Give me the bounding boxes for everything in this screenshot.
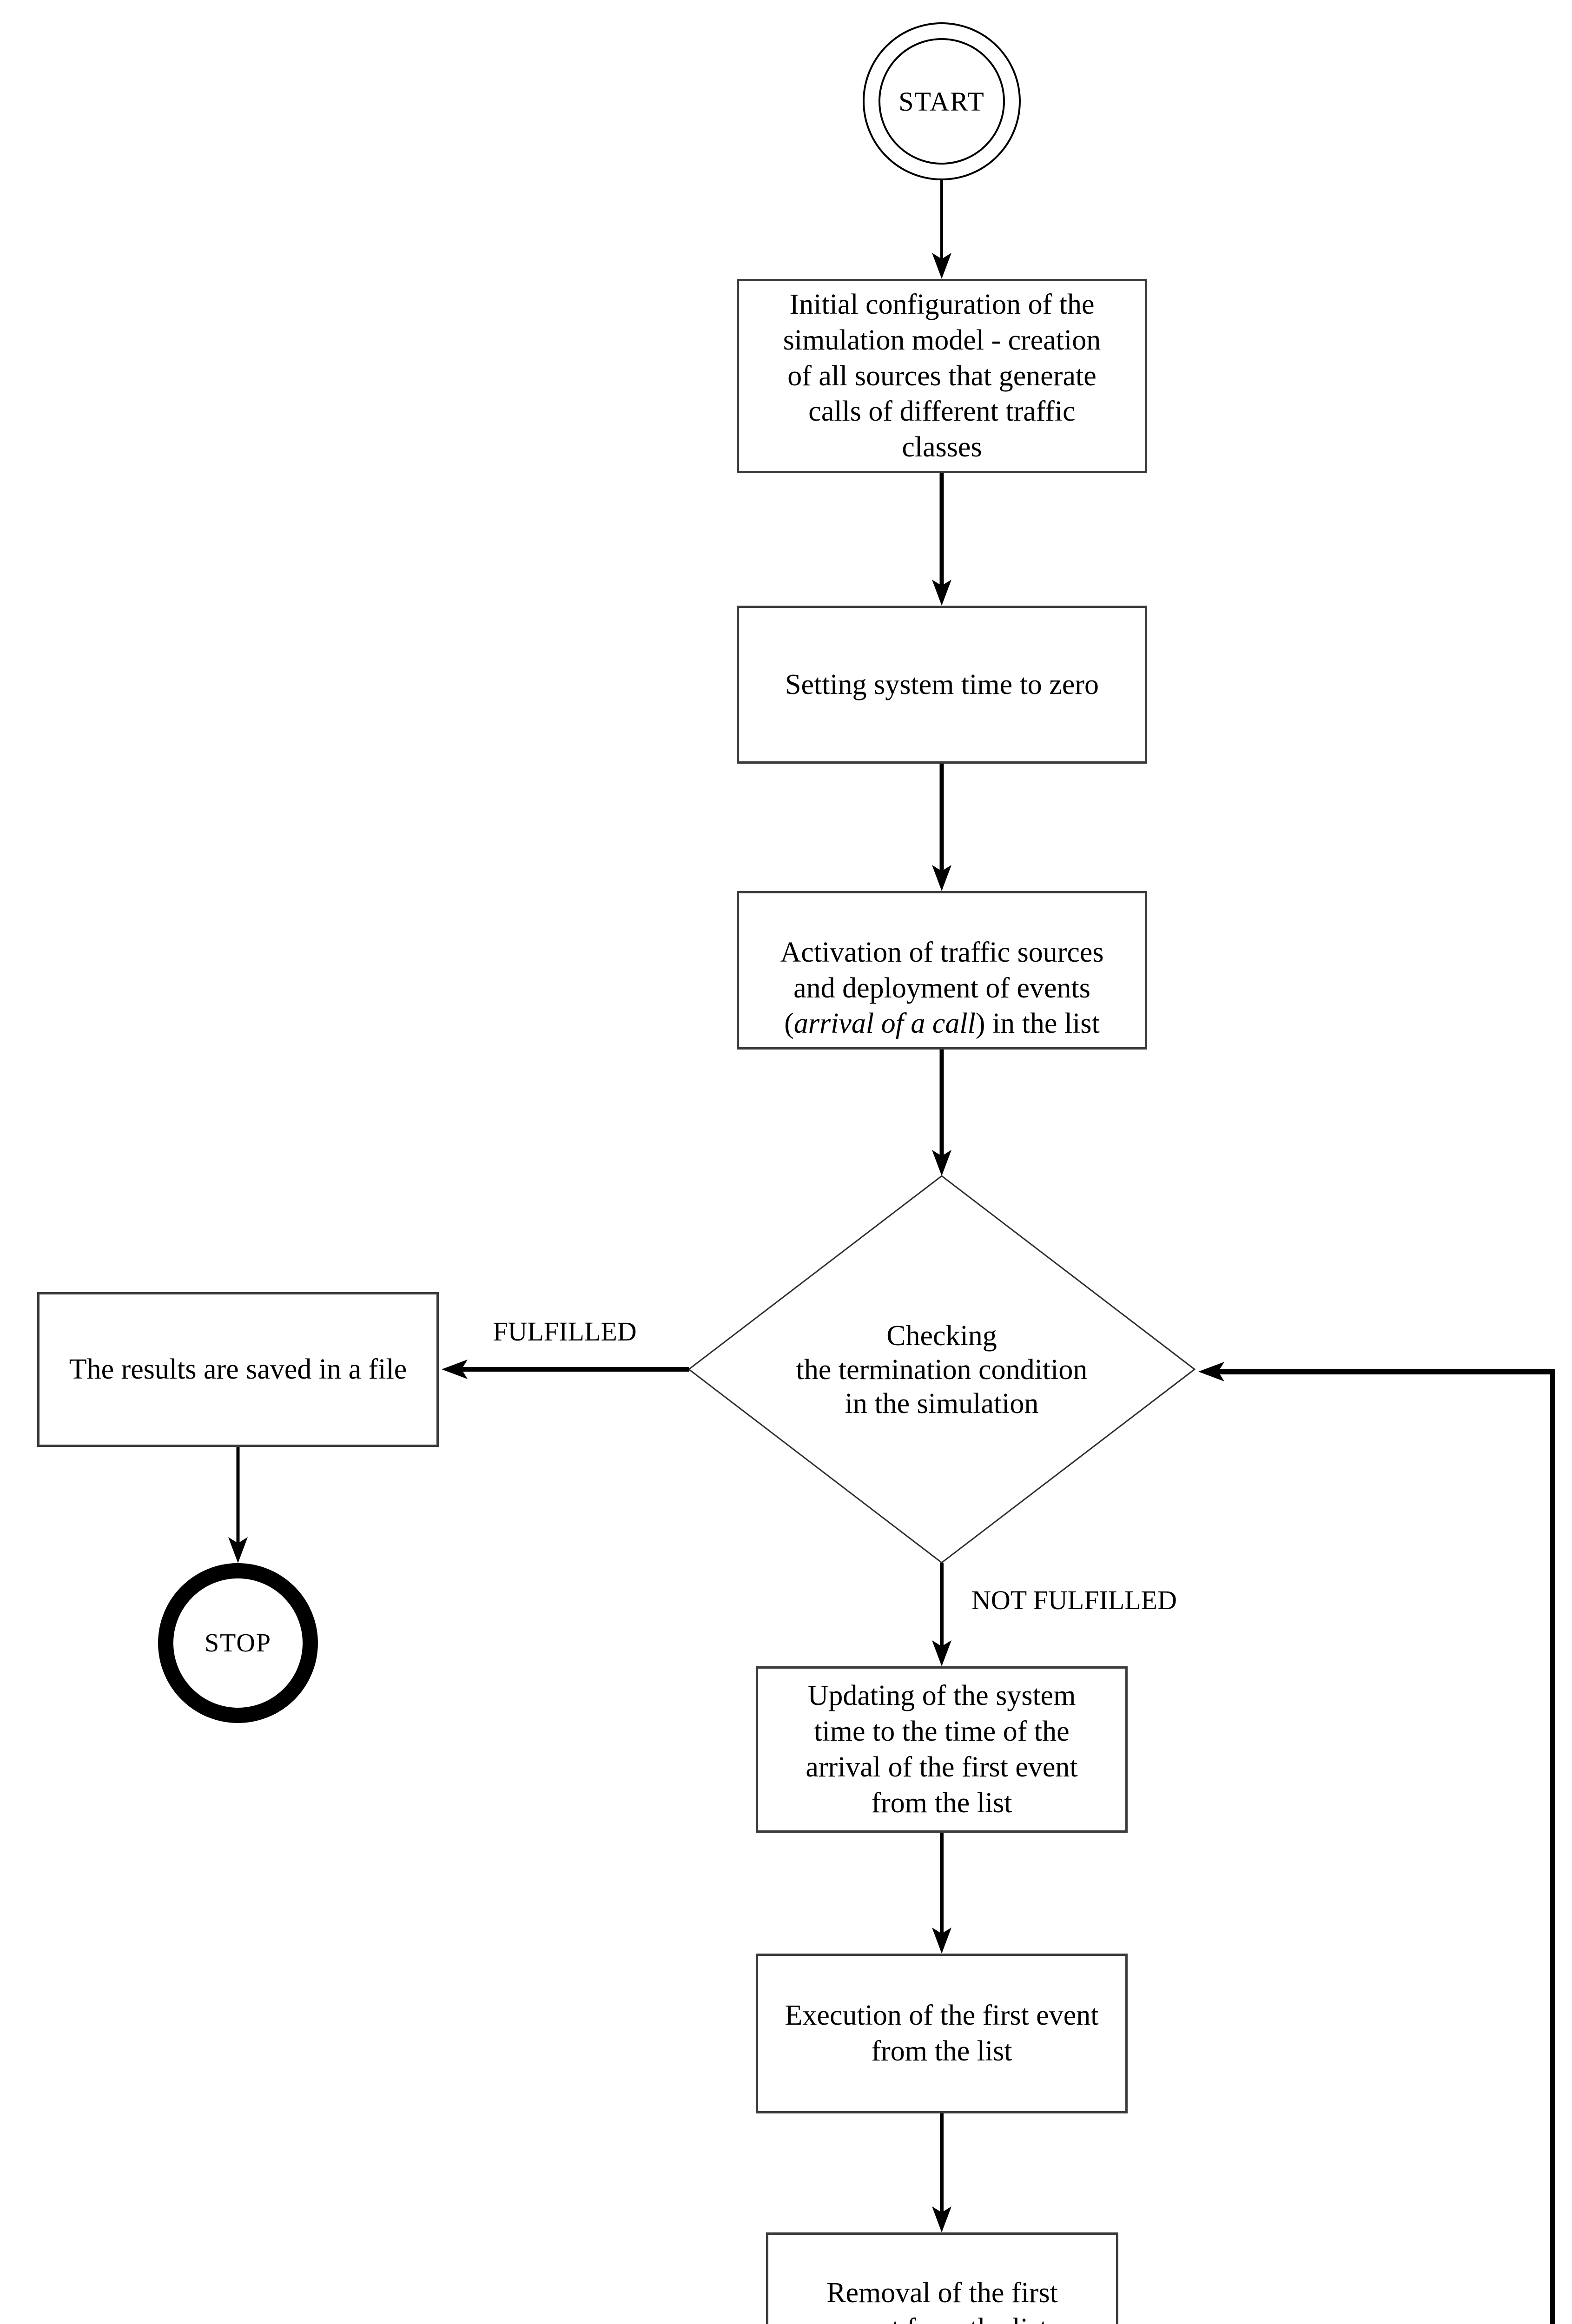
process-execution-text: Execution of the first event from the li…	[785, 2000, 1099, 2067]
process-set-system-time: Setting system time to zero	[737, 606, 1147, 764]
activation-line3-prefix: (	[784, 1008, 794, 1040]
arrowhead-down-icon	[932, 253, 951, 279]
process-removal-first-event: Removal of the first event from the list	[766, 2232, 1118, 2324]
activation-line1: Activation of traffic sources	[780, 936, 1104, 968]
stop-label: STOP	[205, 1629, 271, 1657]
arrowhead-left-icon	[1198, 1362, 1224, 1381]
activation-line3-suffix: ) in the list	[975, 1008, 1100, 1040]
arrowhead-down-icon	[932, 865, 951, 891]
decision-check-condition-text: Checking the termination condition in th…	[796, 1320, 1088, 1420]
process-removal-text: Removal of the first event from the list	[826, 2277, 1058, 2324]
start-label: START	[898, 86, 985, 117]
process-updating-text: Updating of the system time to the time …	[806, 1680, 1078, 1819]
process-set-system-time-text: Setting system time to zero	[785, 668, 1099, 700]
arrowhead-down-icon	[932, 580, 951, 606]
process-activation-of-sources: Activation of traffic sources and deploy…	[737, 891, 1147, 1050]
process-save-results: The results are saved in a file	[37, 1292, 439, 1447]
arrowhead-down-icon	[932, 1928, 951, 1954]
arrowhead-down-icon	[932, 1150, 951, 1176]
activation-line3-italic: arrival of a call	[793, 1008, 976, 1040]
arrowhead-down-icon	[932, 1640, 951, 1666]
start-terminal: START	[863, 22, 1021, 180]
not-fulfilled-edge-label: NOT FULFILLED	[971, 1585, 1177, 1615]
arrowhead-down-icon	[228, 1537, 248, 1563]
fulfilled-edge-label: FULFILLED	[493, 1316, 637, 1347]
activation-line3: (arrival of a call) in the list	[784, 1008, 1100, 1039]
activation-line2: and deployment of events	[793, 972, 1090, 1004]
process-save-results-text: The results are saved in a file	[69, 1353, 407, 1386]
process-activation-text: Activation of traffic sources and deploy…	[780, 899, 1103, 1042]
arrowhead-left-icon	[442, 1360, 468, 1379]
process-updating-system-time: Updating of the system time to the time …	[756, 1666, 1128, 1833]
start-terminal-inner-ring: START	[878, 38, 1005, 165]
process-initial-configuration-text: Initial configuration of the simulation …	[783, 288, 1101, 463]
process-execution-first-event: Execution of the first event from the li…	[756, 1954, 1128, 2113]
arrowhead-down-icon	[932, 2206, 951, 2232]
process-initial-configuration: Initial configuration of the simulation …	[737, 279, 1147, 473]
stop-terminal: STOP	[158, 1563, 318, 1723]
